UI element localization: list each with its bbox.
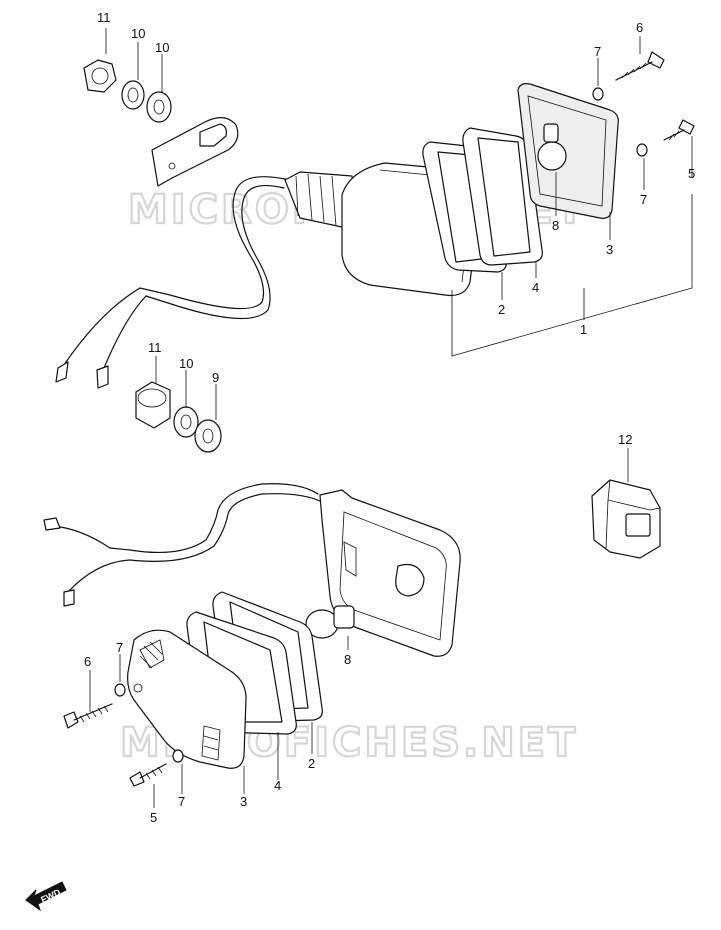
fwd-arrow-icon: FWD bbox=[25, 881, 67, 912]
callout-top-7a: 7 bbox=[594, 44, 601, 59]
bottom-lens-cover-3 bbox=[127, 629, 247, 769]
callout-bot-7a: 7 bbox=[116, 640, 123, 655]
callout-mid-12: 12 bbox=[618, 432, 632, 447]
top-bulb-8 bbox=[537, 123, 567, 171]
bottom-washer-7a bbox=[114, 683, 126, 697]
callout-bot-3: 3 bbox=[240, 794, 247, 809]
top-lens-cover-3 bbox=[517, 83, 619, 219]
callout-bot-8: 8 bbox=[344, 652, 351, 667]
callout-top-7b: 7 bbox=[640, 192, 647, 207]
top-washer-10b bbox=[146, 91, 172, 123]
bottom-screw-5 bbox=[129, 763, 167, 787]
callout-bot-2: 2 bbox=[308, 756, 315, 771]
top-mid-washer-10 bbox=[173, 406, 199, 438]
top-wire-harness bbox=[55, 176, 291, 389]
callout-bot-5: 5 bbox=[150, 810, 157, 825]
callout-bot-4: 4 bbox=[274, 778, 281, 793]
top-nut-11 bbox=[83, 59, 117, 93]
callout-top-6: 6 bbox=[636, 20, 643, 35]
bottom-washer-7b bbox=[172, 749, 184, 763]
relay-12 bbox=[591, 479, 661, 559]
callout-top-10a: 10 bbox=[131, 26, 145, 41]
callout-bot-7b: 7 bbox=[178, 794, 185, 809]
callout-top-8: 8 bbox=[552, 218, 559, 233]
callout-top-1: 1 bbox=[580, 322, 587, 337]
top-screw-6 bbox=[615, 51, 665, 81]
callout-top-10b: 10 bbox=[155, 40, 169, 55]
top-mid-washer-9 bbox=[194, 419, 222, 453]
callout-top-3: 3 bbox=[606, 242, 613, 257]
top-housing-boot bbox=[284, 171, 357, 231]
top-washer-7a bbox=[592, 87, 604, 101]
top-bracket bbox=[151, 117, 239, 187]
callout-bot-6: 6 bbox=[84, 654, 91, 669]
bottom-screw-6 bbox=[63, 703, 113, 729]
callout-labels: 11 10 10 6 7 5 7 8 3 4 2 1 11 10 9 12 6 … bbox=[84, 10, 695, 825]
bottom-housing bbox=[319, 489, 461, 657]
callout-top-4: 4 bbox=[532, 280, 539, 295]
callout-top-11: 11 bbox=[97, 10, 111, 25]
callout-mid-10: 10 bbox=[179, 356, 193, 371]
top-gasket-4 bbox=[462, 127, 543, 266]
bottom-wire-harness bbox=[43, 483, 323, 607]
callout-mid-11: 11 bbox=[148, 340, 162, 355]
callout-top-2: 2 bbox=[498, 302, 505, 317]
bottom-bulb-8 bbox=[305, 605, 355, 639]
top-mid-nut-11 bbox=[135, 381, 171, 429]
leader-lines bbox=[89, 28, 693, 808]
top-washer-10a bbox=[121, 80, 145, 110]
top-screw-5 bbox=[663, 119, 695, 141]
callout-mid-9: 9 bbox=[212, 370, 219, 385]
top-washer-7b bbox=[636, 143, 648, 157]
callout-top-5: 5 bbox=[688, 166, 695, 181]
